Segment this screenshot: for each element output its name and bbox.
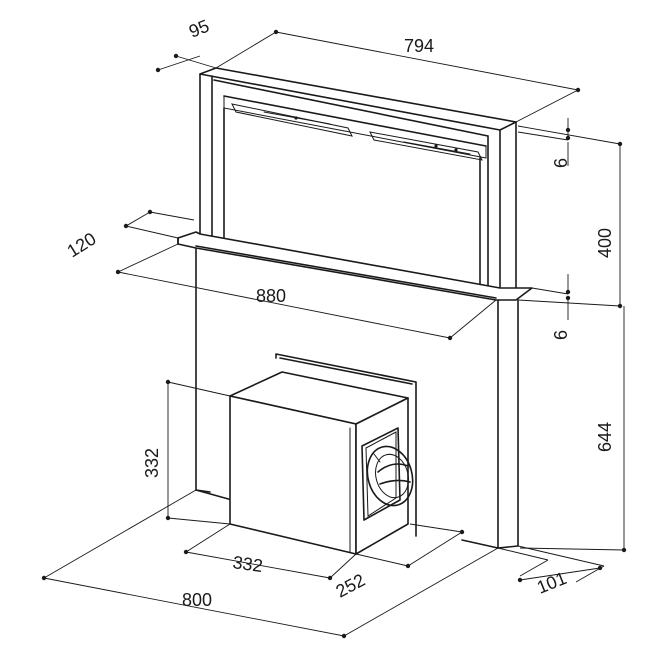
- dim-label-body-height: 644: [595, 422, 615, 452]
- dim-tick: [327, 575, 333, 581]
- dim-tick: [341, 633, 347, 639]
- dim-tick: [123, 223, 129, 229]
- dim-tick: [115, 269, 121, 275]
- dim-tick: [447, 335, 453, 341]
- dim-label-top-depth: 95: [186, 16, 212, 42]
- dim-tick: [273, 29, 279, 35]
- dim-tick: [565, 295, 571, 301]
- dim-tick: [41, 575, 47, 581]
- dim-label-panel-top: 6: [551, 158, 571, 168]
- dim-tick: [165, 379, 171, 385]
- dim-label-trim-depth: 120: [64, 229, 100, 262]
- dim-label-hood-height: 400: [595, 228, 615, 258]
- dim-tick: [405, 563, 411, 569]
- dim-tick: [565, 289, 571, 295]
- dim-label-top-width: 794: [404, 36, 434, 56]
- dim-tick: [147, 209, 153, 215]
- trim-flange: [177, 231, 533, 301]
- dim-tick: [165, 515, 171, 521]
- dim-label-trim-width: 880: [256, 286, 286, 306]
- dim-tick: [617, 141, 623, 147]
- dim-tick: [621, 547, 627, 553]
- dim-label-panel-bottom: 6: [551, 330, 571, 340]
- dim-tick: [617, 303, 623, 309]
- dimension-lines: [41, 29, 627, 639]
- dim-tick: [173, 53, 179, 59]
- dim-tick: [575, 87, 581, 93]
- dim-tick: [565, 127, 571, 133]
- dim-label-motor-width: 332: [231, 552, 264, 576]
- dim-tick: [183, 549, 189, 555]
- dim-tick: [459, 529, 465, 535]
- dim-tick: [597, 565, 603, 571]
- dim-tick: [155, 67, 161, 73]
- motor-unit: [229, 353, 417, 555]
- dim-label-base-width: 800: [182, 590, 212, 610]
- dim-tick: [565, 135, 571, 141]
- dim-tick: [517, 577, 523, 583]
- dim-label-base-depth: 101: [534, 568, 569, 598]
- dim-label-motor-height: 332: [142, 448, 162, 478]
- dim-label-motor-depth: 252: [332, 570, 368, 602]
